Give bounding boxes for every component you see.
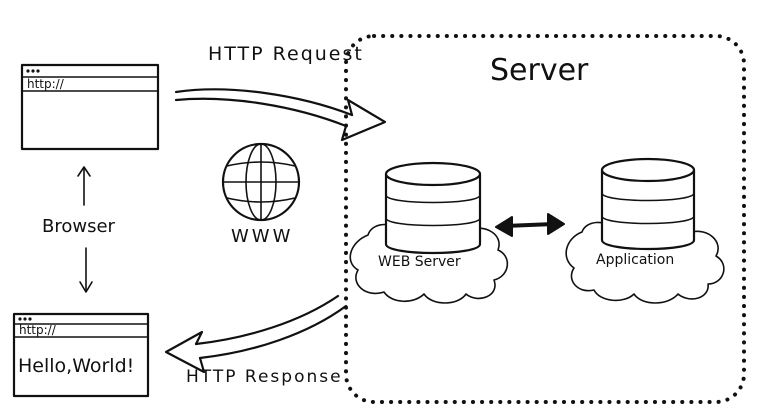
application-label: Application xyxy=(596,252,674,268)
server-title: Server xyxy=(490,53,589,88)
browser-window-top: http:// xyxy=(20,63,160,151)
browser-window-bottom: http:// Hello,World! xyxy=(12,312,150,398)
response-label: HTTP Response xyxy=(186,367,343,387)
web-server-label: WEB Server xyxy=(378,254,461,270)
response-arrow-icon xyxy=(164,294,348,374)
browser-bottom-url: http:// xyxy=(19,323,57,337)
web-server-cloud: WEB Server xyxy=(349,161,509,304)
request-label: HTTP Request xyxy=(208,43,364,65)
window-dot xyxy=(36,69,40,73)
window-dot xyxy=(23,317,27,321)
globe-icon xyxy=(221,142,301,222)
application-cloud: Application xyxy=(565,157,725,304)
window-dot xyxy=(31,69,35,73)
window-dot xyxy=(26,69,30,73)
www-label: WWW xyxy=(231,226,293,247)
browser-label: Browser xyxy=(42,216,116,237)
browser-down-arrow xyxy=(79,247,93,293)
request-arrow-icon xyxy=(174,88,387,142)
window-dot xyxy=(28,317,32,321)
server-boundary xyxy=(344,34,746,404)
browser-top-url: http:// xyxy=(27,77,65,91)
database-icon xyxy=(384,161,482,255)
database-icon xyxy=(600,157,696,251)
window-dot xyxy=(18,317,22,321)
browser-up-arrow xyxy=(77,166,91,206)
double-arrow-icon xyxy=(495,213,565,237)
browser-bottom-content: Hello,World! xyxy=(18,355,134,377)
